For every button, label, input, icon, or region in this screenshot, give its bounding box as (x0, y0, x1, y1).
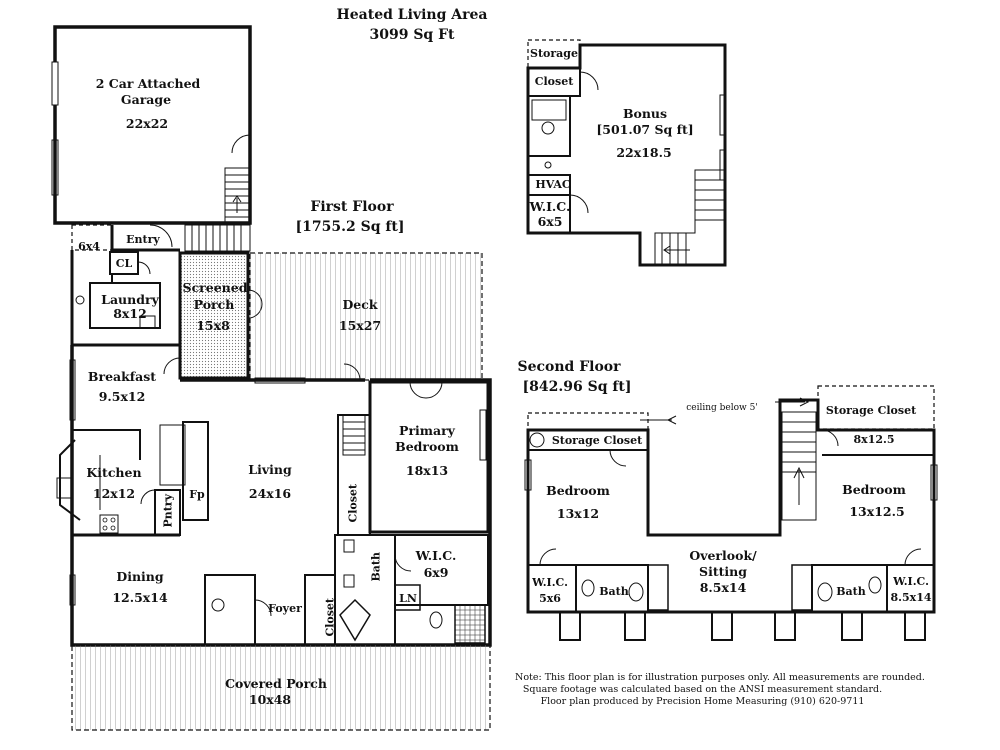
note-line-2: Square footage was calculated based on t… (522, 684, 883, 695)
primary-wic-size: 6x9 (423, 565, 449, 580)
bonus-wic-label: W.I.C. (529, 199, 571, 214)
deck-floor (249, 252, 483, 381)
pantry-label: Pntry (161, 494, 175, 528)
closet-cl-label: CL (115, 257, 133, 270)
storage-closet-left-label: Storage Closet (551, 434, 643, 447)
covered-porch-label: Covered Porch (225, 676, 327, 691)
second-floor-plan (524, 385, 938, 641)
fireplace-label: Fp (189, 488, 205, 501)
bonus-label: Bonus (622, 106, 668, 121)
screened-porch-floor (178, 251, 250, 380)
primary-wic-label: W.I.C. (415, 548, 457, 563)
primary-bedroom-label: Primary (399, 423, 455, 438)
overlook-label-2: Sitting (699, 564, 747, 579)
breakfast-label: Breakfast (87, 369, 157, 384)
covered-porch-size: 10x48 (248, 692, 292, 707)
covered-porch-floor (71, 644, 491, 731)
bonus-area: [501.07 Sq ft] (596, 122, 694, 137)
bath-right-label: Bath (836, 585, 866, 598)
first-floor-plan (51, 25, 492, 731)
bedroom-right-label: Bedroom (842, 482, 906, 497)
screened-porch-label-2: Porch (193, 297, 235, 312)
garage-label: 2 Car Attached (95, 76, 201, 91)
note-line-3: Floor plan produced by Precision Home Me… (540, 696, 865, 707)
header-area: 3099 Sq Ft (369, 27, 455, 43)
garage-walls (53, 25, 252, 225)
note-line-1: Note: This floor plan is for illustratio… (515, 672, 925, 683)
bonus-wic-size: 6x5 (537, 214, 563, 229)
eight-by-twelve-label: 8x12.5 (853, 433, 895, 446)
living-label: Living (248, 462, 292, 477)
primary-bedroom-label-2: Bedroom (395, 439, 459, 454)
bedroom-right-size: 13x12.5 (849, 504, 905, 519)
linen-label: LN (399, 592, 417, 605)
laundry-label: Laundry (101, 292, 159, 307)
bonus-size: 22x18.5 (616, 145, 672, 160)
kitchen-size: 12x12 (92, 486, 136, 501)
deck-label: Deck (342, 297, 378, 312)
overlook-label: Overlook/ (689, 548, 757, 563)
bedroom-left-size: 13x12 (556, 506, 600, 521)
wic-right-size: 8.5x14 (890, 591, 932, 604)
storage-closet-right-label: Storage Closet (825, 404, 917, 417)
closet-hall-label: Closet (346, 484, 360, 523)
bath-label: Bath (369, 552, 383, 582)
hvac-label: HVAC (535, 178, 571, 191)
first-floor-area: [1755.2 Sq ft] (295, 219, 405, 235)
kitchen-label: Kitchen (86, 465, 142, 480)
second-floor-area: [842.96 Sq ft] (522, 379, 632, 395)
bath-left-label: Bath (599, 585, 629, 598)
overlook-size: 8.5x14 (699, 580, 747, 595)
bedroom-left-label: Bedroom (546, 483, 610, 498)
six-by-four-label: 6x4 (78, 240, 100, 253)
garage-stairs (224, 167, 251, 224)
garage-label-2: Garage (120, 92, 172, 107)
laundry-size: 8x12 (113, 306, 147, 321)
wic-left-size: 5x6 (539, 592, 561, 605)
screened-porch-label: Screened (182, 280, 248, 295)
bath-tile (454, 604, 486, 644)
deck-size: 15x27 (338, 318, 382, 333)
disclaimer-notes: Note: This floor plan is for illustratio… (515, 672, 925, 708)
wic-right-label: W.I.C. (893, 575, 929, 588)
bonus-storage-label: Storage (530, 47, 578, 60)
wic-left-label: W.I.C. (532, 576, 568, 589)
garage-size: 22x22 (125, 116, 169, 131)
ceiling-note: ceiling below 5' (686, 403, 758, 413)
header-title: Heated Living Area (336, 7, 488, 23)
bonus-floor-plan (526, 39, 727, 267)
bonus-closet-label: Closet (534, 75, 574, 88)
first-floor-title: First Floor (310, 199, 394, 215)
screened-porch-size: 15x8 (196, 318, 230, 333)
breakfast-size: 9.5x12 (98, 389, 146, 404)
foyer-label: Foyer (268, 602, 302, 615)
entry-label: Entry (126, 233, 160, 246)
dining-label: Dining (116, 569, 164, 584)
primary-bedroom-size: 18x13 (405, 463, 449, 478)
closet-foyer-label: Closet (323, 598, 337, 637)
second-floor-title: Second Floor (517, 359, 621, 375)
living-size: 24x16 (248, 486, 292, 501)
dining-size: 12.5x14 (112, 590, 168, 605)
